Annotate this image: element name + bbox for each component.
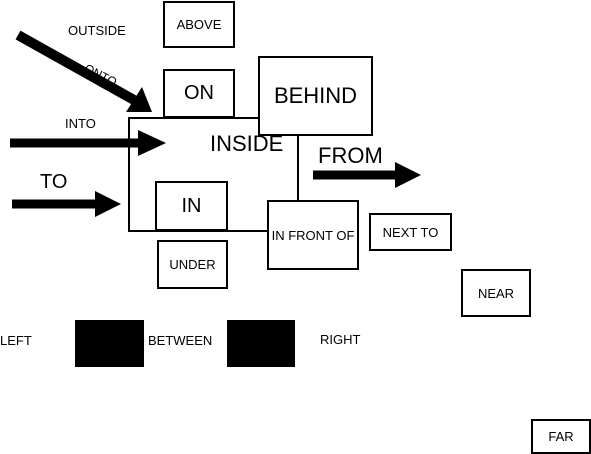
to-label: TO [40,171,68,193]
under-label: UNDER [169,257,216,272]
right-label: RIGHT [320,332,361,347]
on-label: ON [184,82,214,104]
in-front-of-label: IN FRONT OF [271,227,355,243]
arrow-from-icon [313,162,421,188]
left-block [75,320,144,367]
into-label: INTO [65,116,96,131]
under-box: UNDER [157,240,228,289]
behind-box: BEHIND [258,56,373,136]
arrow-to-icon [12,191,121,217]
above-box: ABOVE [163,1,235,48]
far-label: FAR [548,429,574,444]
between-label: BETWEEN [148,333,213,348]
in-front-of-box: IN FRONT OF [267,200,359,270]
far-box: FAR [531,419,591,454]
in-label: IN [181,194,202,217]
in-box: IN [155,181,228,231]
left-label: LEFT [0,333,32,348]
near-label: NEAR [477,285,515,301]
inside-label: INSIDE [210,131,284,156]
right-block [227,320,295,367]
next-to-box: NEXT TO [369,213,452,251]
arrow-into-icon [10,130,166,156]
near-box: NEAR [461,269,531,317]
outside-label: OUTSIDE [68,23,126,38]
arrow-onto-icon [15,30,152,112]
from-label: FROM [318,143,383,168]
behind-label: BEHIND [273,83,358,108]
above-label: ABOVE [176,17,222,32]
next-to-label: NEXT TO [382,224,439,240]
on-box: ON [163,69,235,118]
inside-container-box [128,117,299,232]
